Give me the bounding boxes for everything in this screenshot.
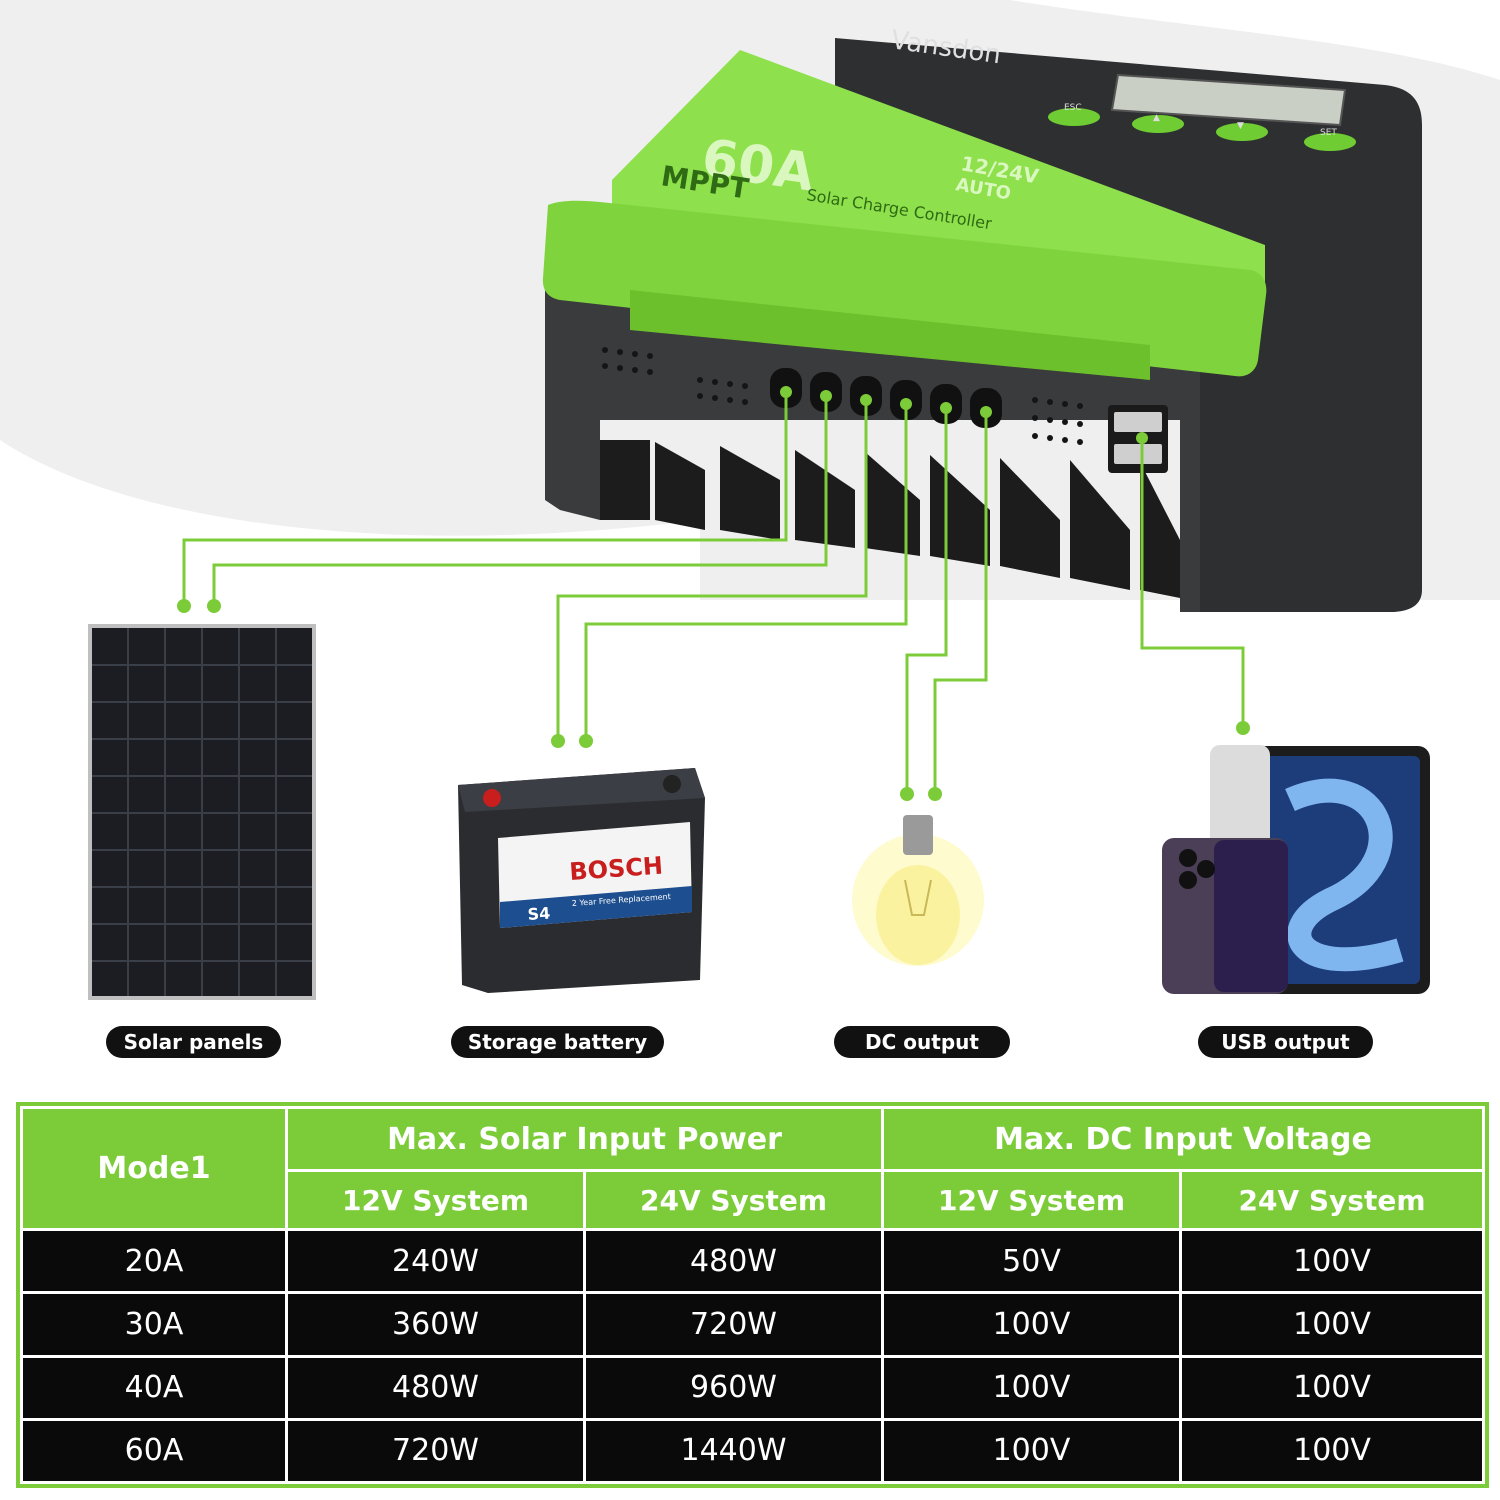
battery-image: BOSCH S4 2 Year Free Replacement — [458, 768, 705, 993]
subheader-24v-power: 24V System — [583, 1169, 884, 1231]
charge-controller — [542, 38, 1422, 612]
table-cell: 40A — [20, 1354, 288, 1421]
wire-endpoints — [177, 386, 1250, 801]
table-cell: 100V — [1178, 1417, 1486, 1485]
subheader-12v-power: 12V System — [285, 1169, 586, 1231]
table-cell: 100V — [1178, 1227, 1486, 1295]
header-max-dc-input-voltage: Max. DC Input Voltage — [880, 1106, 1486, 1172]
table-cell: 720W — [285, 1417, 586, 1485]
lcd-screen — [1110, 73, 1347, 127]
header-max-solar-input-power: Max. Solar Input Power — [285, 1106, 884, 1172]
label-usb-output: USB output — [1198, 1026, 1373, 1058]
label-solar-panels: Solar panels — [106, 1026, 281, 1058]
spec-table: Mode1 Max. Solar Input Power Max. DC Inp… — [15, 1102, 1490, 1488]
table-row: 20A 240W 480W 50V 100V — [20, 1227, 1486, 1295]
table-cell: 100V — [881, 1291, 1182, 1358]
table-row: 60A 720W 1440W 100V 100V — [20, 1417, 1486, 1485]
table-cell: 720W — [583, 1291, 884, 1358]
table-cell: 20A — [20, 1227, 288, 1295]
subheader-24v-voltage: 24V System — [1178, 1169, 1486, 1231]
light-bulb-image — [852, 815, 984, 966]
table-cell: 50V — [881, 1227, 1182, 1295]
mode-header: Mode1 — [20, 1106, 288, 1231]
table-cell: 30A — [20, 1291, 288, 1358]
table-cell: 960W — [583, 1354, 884, 1421]
down-button-label: ▼ — [1237, 121, 1244, 131]
table-cell: 360W — [285, 1291, 586, 1358]
table-row: 30A 360W 720W 100V 100V — [20, 1291, 1486, 1358]
battery-model: S4 — [527, 903, 551, 924]
table-cell: 100V — [1178, 1291, 1486, 1358]
label-storage-battery: Storage battery — [451, 1026, 664, 1058]
table-cell: 1440W — [583, 1417, 884, 1485]
table-cell: 480W — [285, 1354, 586, 1421]
devices-image — [1162, 745, 1430, 994]
background-curve — [0, 440, 700, 620]
subheader-12v-voltage: 12V System — [881, 1169, 1182, 1231]
usb-ports — [1108, 405, 1168, 473]
table-cell: 240W — [285, 1227, 586, 1295]
label-dc-output: DC output — [834, 1026, 1010, 1058]
connection-wires — [182, 392, 1245, 793]
esc-button-label: ESC — [1064, 103, 1082, 113]
up-button-label: ▲ — [1153, 113, 1160, 123]
table-cell: 100V — [881, 1354, 1182, 1421]
table-row: 40A 480W 960W 100V 100V — [20, 1354, 1486, 1421]
control-buttons — [1048, 108, 1356, 151]
battery-brand: BOSCH — [568, 852, 663, 886]
table-cell: 100V — [1178, 1354, 1486, 1421]
set-button-label: SET — [1320, 128, 1337, 138]
solar-panel-image — [88, 624, 316, 1000]
table-cell: 480W — [583, 1227, 884, 1295]
vent-holes — [602, 347, 1083, 445]
table-cell: 100V — [881, 1417, 1182, 1485]
table-cell: 60A — [20, 1417, 288, 1485]
heatsink-fins — [600, 440, 1180, 598]
